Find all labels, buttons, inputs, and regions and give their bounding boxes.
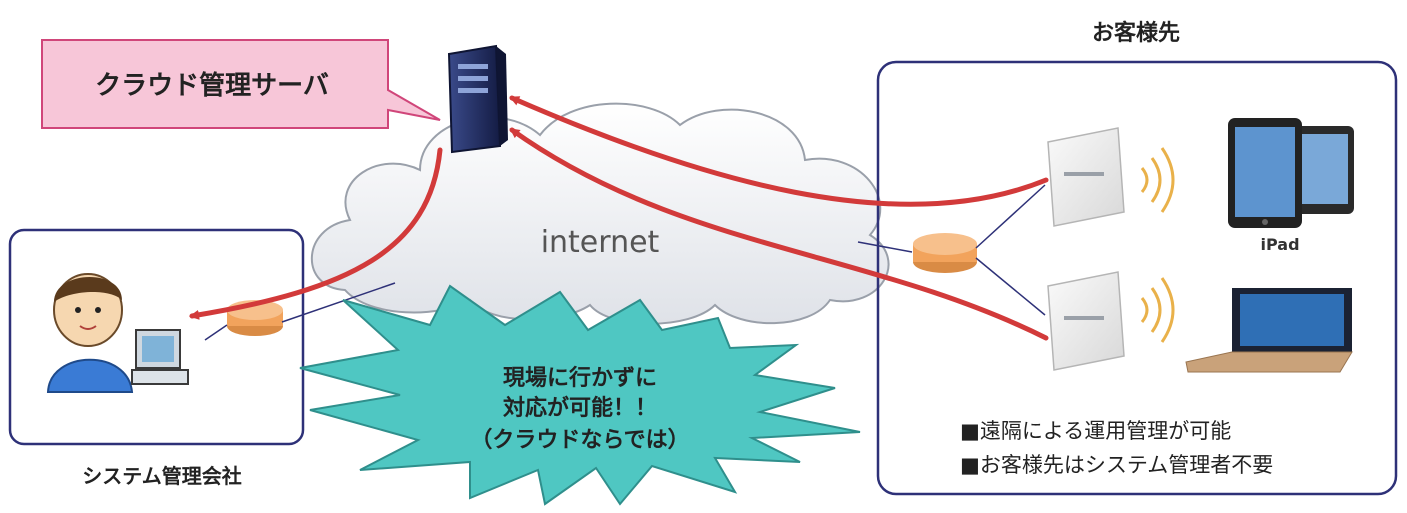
ipad-label: iPad bbox=[1260, 235, 1299, 254]
access-point-icon bbox=[1047, 271, 1125, 371]
router-icon bbox=[227, 300, 283, 336]
arrow-ap1-to-server bbox=[509, 95, 1049, 207]
connection-arrows bbox=[189, 95, 1049, 341]
server-label: クラウド管理サーバ bbox=[95, 71, 329, 101]
router-icon bbox=[913, 233, 977, 273]
admin-company-box bbox=[8, 228, 305, 446]
bullet-remote-management: ■遠隔による運用管理が可能 bbox=[960, 419, 1231, 443]
server-icon bbox=[447, 44, 508, 154]
laptop-icon bbox=[1185, 288, 1353, 373]
arrow-ap2-to-server bbox=[509, 127, 1049, 341]
burst-shape-icon bbox=[299, 284, 861, 506]
wifi-signal-icon bbox=[1140, 277, 1175, 343]
customer-box bbox=[876, 60, 1398, 496]
server-callout bbox=[41, 39, 441, 129]
internet-label: internet bbox=[541, 225, 660, 260]
wifi-signal-icon bbox=[1140, 147, 1175, 213]
ipad-icon bbox=[1228, 118, 1354, 228]
bullet-no-admin-needed: ■お客様先はシステム管理者不要 bbox=[960, 453, 1273, 477]
person-at-computer-icon bbox=[46, 273, 189, 393]
admin-company-label: システム管理会社 bbox=[82, 464, 241, 488]
customer-title: お客様先 bbox=[1092, 20, 1180, 46]
access-point-icon bbox=[1047, 127, 1125, 227]
burst-line-3: （クラウドならでは） bbox=[470, 428, 689, 453]
arrow-server-to-admin bbox=[189, 147, 443, 320]
burst-line-1: 現場に行かずに bbox=[503, 365, 657, 391]
burst-line-2: 対応が可能！！ bbox=[503, 395, 657, 421]
cloud-icon bbox=[310, 102, 890, 325]
